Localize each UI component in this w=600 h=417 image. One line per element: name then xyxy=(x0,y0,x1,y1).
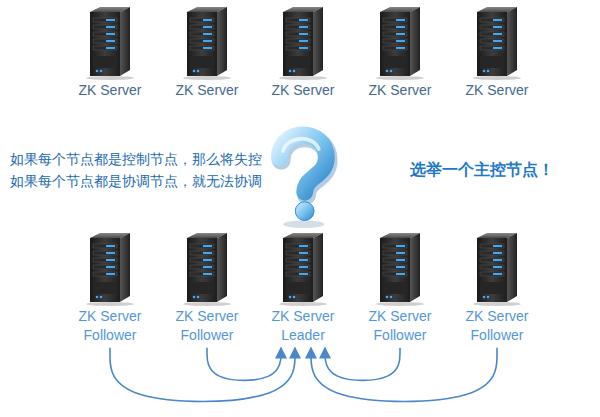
server-icon xyxy=(80,230,140,307)
server-node: ZK ServerFollower xyxy=(169,230,245,345)
server-icon xyxy=(370,230,430,307)
server-label: ZK Server xyxy=(465,307,528,326)
server-label: ZK Server xyxy=(271,81,334,100)
server-node: ZK Server xyxy=(362,4,438,100)
server-node: ZK ServerFollower xyxy=(362,230,438,345)
server-label: ZK Server xyxy=(368,81,431,100)
server-label: Follower xyxy=(84,326,137,345)
election-arrow xyxy=(311,348,497,402)
server-icon xyxy=(273,230,333,307)
server-icon xyxy=(80,4,140,81)
election-arrow xyxy=(207,348,281,381)
explanation-note: 如果每个节点都是控制节点，那么将失控 xyxy=(10,151,262,169)
question-mark xyxy=(252,120,348,228)
server-node: ZK ServerFollower xyxy=(72,230,148,345)
election-arrow xyxy=(325,348,400,381)
server-label: ZK Server xyxy=(271,307,334,326)
server-icon xyxy=(467,230,527,307)
server-node: ZK Server xyxy=(72,4,148,100)
server-label: ZK Server xyxy=(78,81,141,100)
explanation-note: 如果每个节点都是协调节点，就无法协调 xyxy=(10,173,262,191)
server-label: ZK Server xyxy=(175,81,238,100)
server-node: ZK Server xyxy=(169,4,245,100)
server-node: ZK Server xyxy=(265,4,341,100)
server-label: Follower xyxy=(181,326,234,345)
server-icon xyxy=(467,4,527,81)
server-label: Leader xyxy=(281,326,325,345)
server-icon xyxy=(273,4,333,81)
server-label: Follower xyxy=(471,326,524,345)
server-label: ZK Server xyxy=(368,307,431,326)
server-node: ZK ServerLeader xyxy=(265,230,341,345)
server-icon xyxy=(177,230,237,307)
server-label: Follower xyxy=(374,326,427,345)
server-node: ZK ServerFollower xyxy=(459,230,535,345)
server-label: ZK Server xyxy=(78,307,141,326)
headline-note: 选举一个主控节点！ xyxy=(410,160,554,181)
election-arrow xyxy=(110,348,295,402)
server-label: ZK Server xyxy=(465,81,528,100)
server-icon xyxy=(370,4,430,81)
server-label: ZK Server xyxy=(175,307,238,326)
server-node: ZK Server xyxy=(459,4,535,100)
server-icon xyxy=(177,4,237,81)
